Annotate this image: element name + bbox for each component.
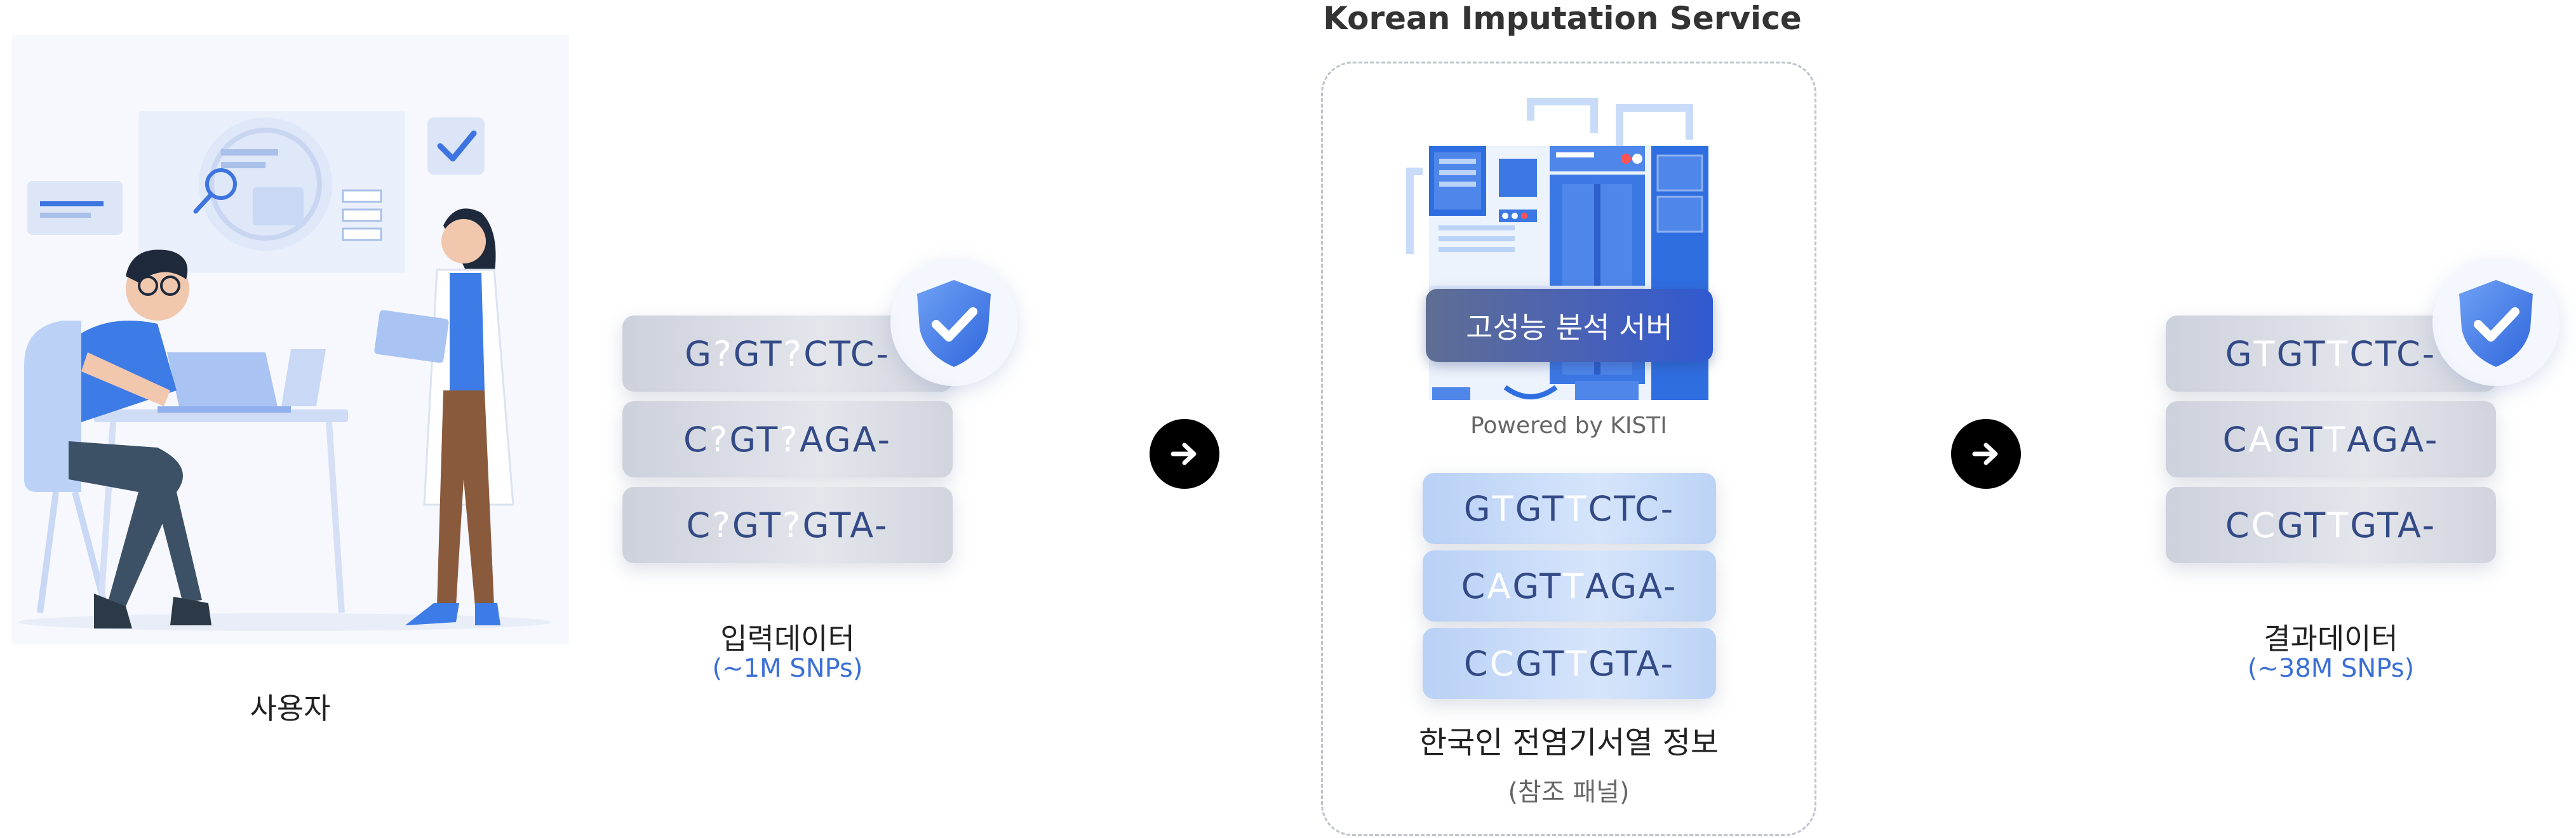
shield-check-icon bbox=[917, 280, 991, 367]
powered-by-text: Powered by KISTI bbox=[1470, 413, 1667, 439]
server-label-badge: 고성능 분석 서버 bbox=[1426, 289, 1713, 362]
input-data-stack: G?GT?CTC- C?GT?AGA- C?GT?GTA- bbox=[622, 316, 953, 582]
magnifier-icon bbox=[193, 168, 237, 214]
input-caption: 입력데이터 bbox=[720, 622, 855, 656]
checkbox-icon bbox=[427, 117, 485, 175]
arrow-right-icon bbox=[1972, 442, 1998, 465]
reference-subcaption: (참조 패널) bbox=[1508, 778, 1630, 807]
reference-caption: 한국인 전염기서열 정보 bbox=[1418, 725, 1719, 761]
result-subcaption: (~38M SNPs) bbox=[2247, 654, 2415, 683]
user-illustration bbox=[11, 35, 569, 644]
service-container bbox=[1321, 62, 1816, 836]
flow-arrow-2 bbox=[1951, 419, 2021, 489]
result-shield-badge bbox=[2432, 259, 2559, 386]
flow-arrow-1 bbox=[1150, 419, 1219, 489]
shield-check-icon bbox=[2459, 280, 2533, 367]
input-shield-badge bbox=[890, 259, 1017, 386]
input-subcaption: (~1M SNPs) bbox=[712, 654, 863, 683]
result-caption: 결과데이터 bbox=[2264, 622, 2398, 656]
input-seq-row: C?GT?AGA- bbox=[622, 401, 953, 477]
researchers-illustration bbox=[18, 111, 551, 631]
arrow-right-icon bbox=[1171, 442, 1197, 465]
service-title: Korean Imputation Service bbox=[1323, 0, 1802, 37]
user-label: 사용자 bbox=[250, 691, 331, 726]
input-seq-row: C?GT?GTA- bbox=[622, 487, 953, 563]
